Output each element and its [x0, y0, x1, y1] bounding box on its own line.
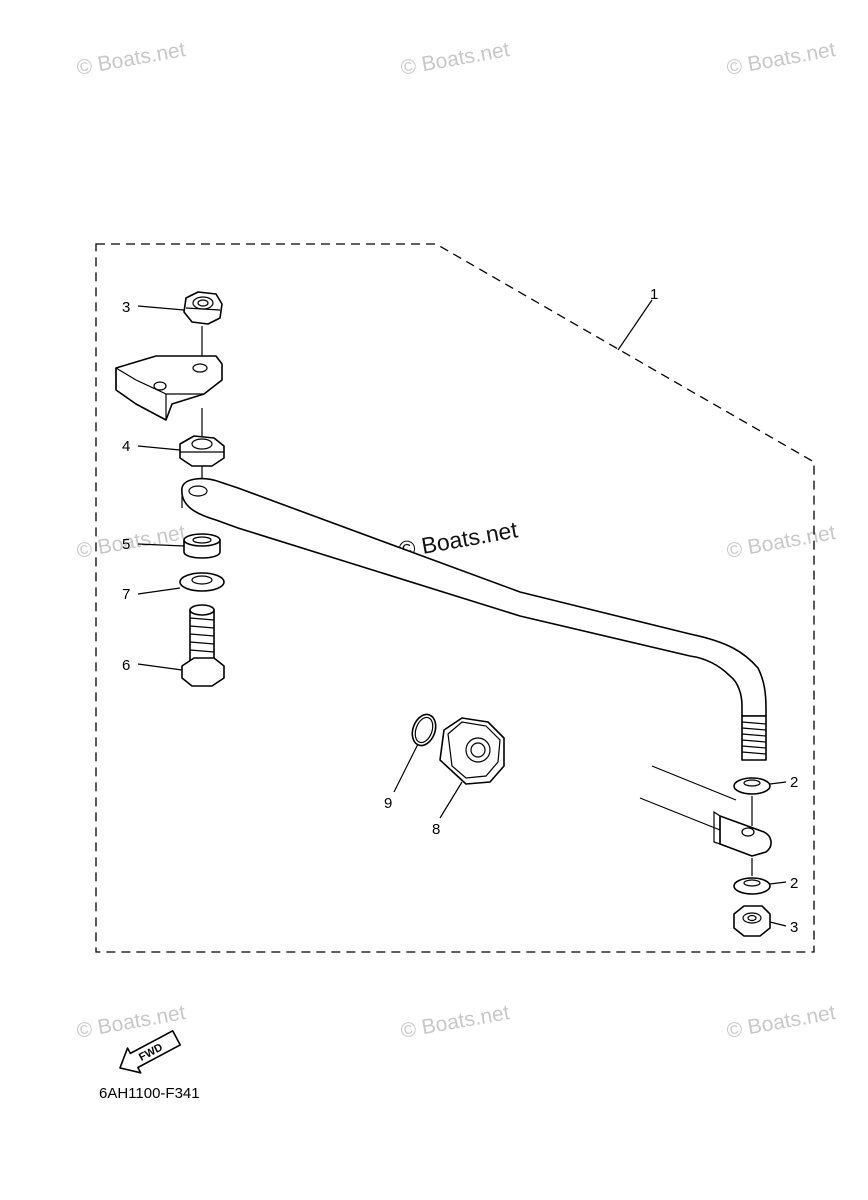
callout-4: 4: [122, 438, 130, 455]
watermark: © Boats.net: [75, 521, 188, 563]
large-nut: [439, 717, 505, 785]
bracket-plate: [115, 355, 223, 421]
lock-nut-bottom: [733, 905, 771, 937]
callout-2-lower: 2: [790, 875, 798, 892]
watermark: © Boats.net: [725, 1001, 838, 1043]
callout-9: 9: [384, 795, 392, 812]
washer-upper: [733, 777, 771, 795]
watermark: © Boats.net: [399, 1001, 512, 1043]
callout-3-bottom: 3: [790, 919, 798, 936]
callout-2-upper: 2: [790, 774, 798, 791]
callout-3-top: 3: [122, 299, 130, 316]
leaders: [137, 305, 787, 927]
washer-lower: [733, 877, 771, 895]
nut: [179, 435, 225, 467]
watermark: © Boats.net: [399, 38, 512, 80]
watermark: © Boats.net: [725, 38, 838, 80]
callout-7: 7: [122, 586, 130, 603]
watermark: © Boats.net: [75, 38, 188, 80]
callout-6: 6: [122, 657, 130, 674]
callouts: 1 2 2 3 3 4 5 6 7 8 9: [122, 286, 798, 936]
bolt: [181, 604, 225, 687]
watermark: © Boats.net: [725, 521, 838, 563]
drag-link-rod: [181, 477, 767, 761]
leader-1: [617, 299, 653, 351]
washer: [179, 572, 225, 592]
diagram-code: 6AH1100-F341: [99, 1085, 200, 1102]
lock-nut-top: [183, 291, 223, 325]
fwd-arrow-icon: FWD: [119, 1030, 182, 1074]
collar: [183, 533, 221, 559]
callout-8: 8: [432, 821, 440, 838]
assembly-outline: [95, 243, 815, 953]
o-ring: [411, 713, 437, 747]
steering-arm: [639, 765, 772, 857]
callout-1: 1: [650, 286, 658, 303]
callout-5: 5: [122, 536, 130, 553]
